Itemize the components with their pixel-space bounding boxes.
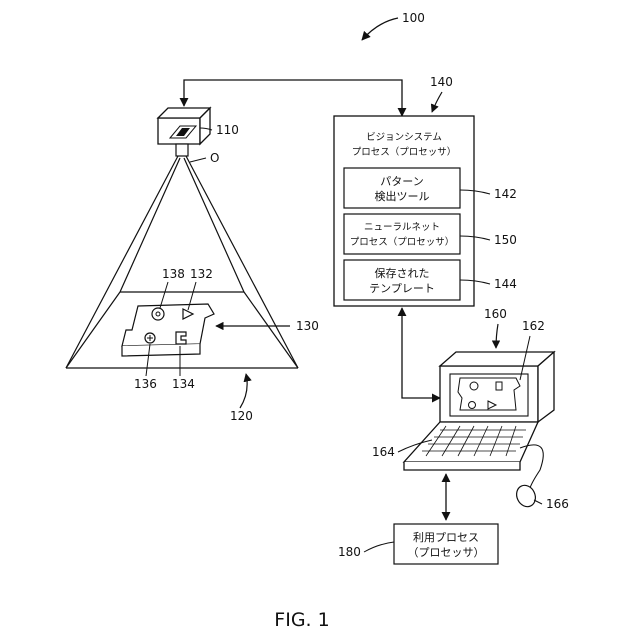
ref-132: 132 [190, 267, 213, 281]
stored-templates-line1: 保存された [375, 266, 430, 280]
ref-150: 150 [494, 233, 517, 247]
ref-100-arrow [362, 18, 398, 40]
vision-processor-line2: プロセス（プロセッサ） [352, 146, 457, 158]
ref-120-arrow [240, 374, 247, 408]
object-workpiece [122, 304, 214, 356]
vision-processor-line1: ビジョンシステム [366, 132, 442, 143]
ref-138-leader [160, 282, 168, 308]
ref-160-arrow [496, 324, 498, 348]
ref-160: 160 [484, 307, 507, 321]
link-camera-processor [184, 80, 402, 116]
neural-net-line2: プロセス（プロセッサ） [350, 236, 455, 248]
utilization-line1: 利用プロセス [413, 531, 479, 544]
ref-136: 136 [134, 377, 157, 391]
stored-templates-line2: テンプレート [369, 282, 435, 295]
neural-net-line1: ニューラルネット [364, 222, 440, 233]
ref-164: 164 [372, 445, 395, 459]
ref-180-leader [364, 542, 394, 552]
link-processor-computer [402, 308, 440, 398]
ref-162: 162 [522, 319, 545, 333]
ref-120: 120 [230, 409, 253, 423]
ref-134: 134 [172, 377, 195, 391]
ref-100: 100 [402, 11, 425, 25]
utilization-line2: （プロセッサ） [408, 546, 485, 559]
ref-180: 180 [338, 545, 361, 559]
ref-142: 142 [494, 187, 517, 201]
ref-166: 166 [546, 497, 569, 511]
ref-140-arrow [432, 92, 442, 112]
ref-166-leader [534, 500, 542, 504]
neural-net-box [344, 214, 460, 254]
figure-label: FIG. 1 [274, 609, 329, 631]
ref-110: 110 [216, 123, 239, 137]
ref-140: 140 [430, 75, 453, 89]
ref-130: 130 [296, 319, 319, 333]
ref-O-leader [190, 158, 206, 162]
pattern-tool-line2: 検出ツール [375, 189, 430, 203]
pattern-tool-line1: パターン [380, 175, 423, 188]
ref-144: 144 [494, 277, 517, 291]
ref-138: 138 [162, 267, 185, 281]
computer [404, 352, 554, 510]
mouse [513, 482, 539, 510]
ref-optical-axis: O [210, 151, 219, 165]
camera [158, 108, 210, 156]
